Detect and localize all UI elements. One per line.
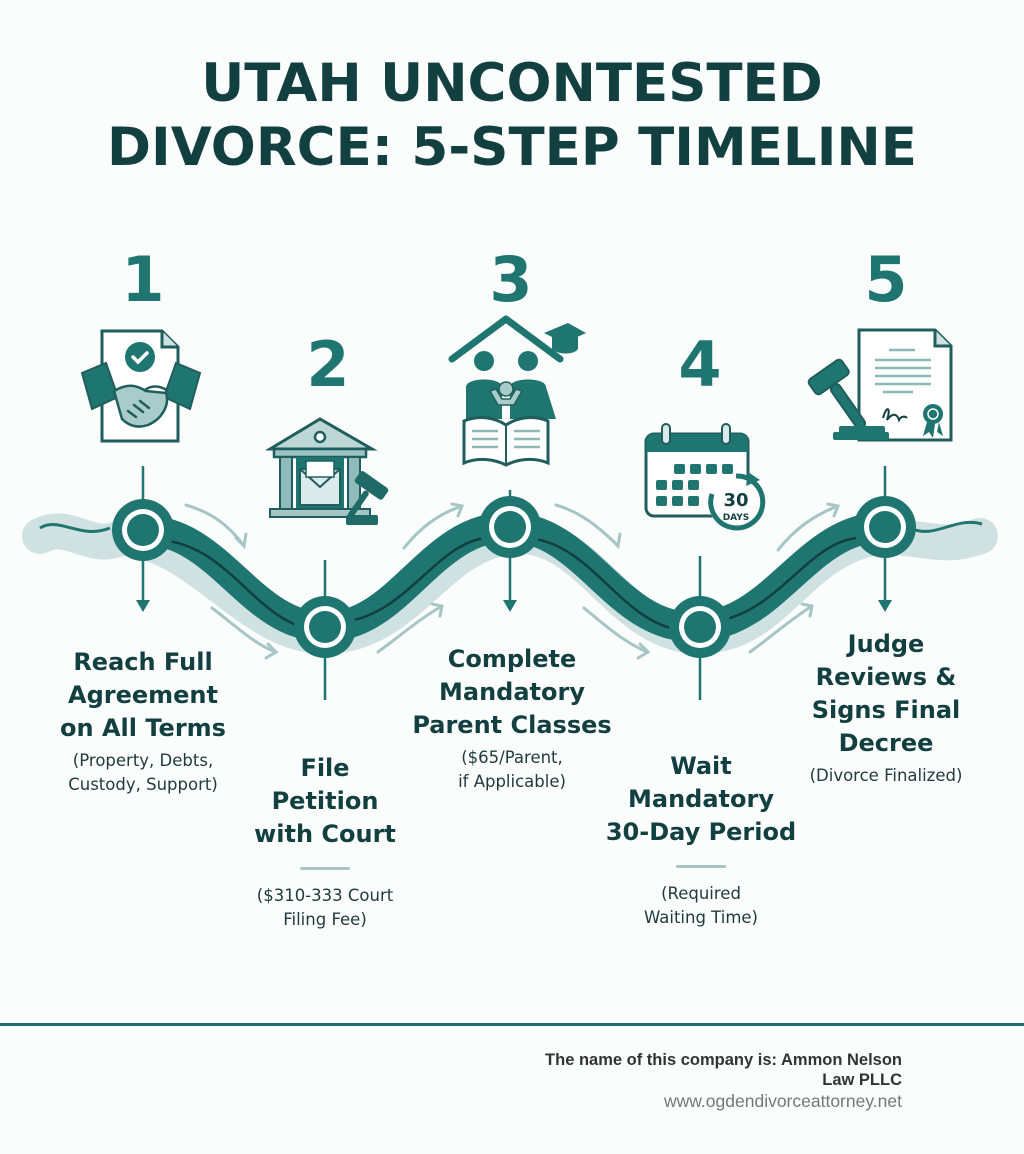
days-badge-value: 30: [723, 490, 748, 511]
family-education-icon: [448, 315, 586, 467]
step-3-detail: ($65/Parent,if Applicable): [458, 748, 566, 791]
company-name-line-2: Law PLLC: [822, 1071, 902, 1089]
step-1-detail: (Property, Debts,Custody, Support): [68, 751, 218, 794]
timeline-node-1: [112, 499, 174, 561]
timeline-wave: [22, 466, 998, 700]
step-4-divider: [676, 865, 726, 868]
step-3-number: 3: [489, 243, 533, 316]
page-title: UTAH UNCONTESTED DIVORCE: 5-STEP TIMELIN…: [0, 52, 1024, 180]
handshake-agreement-icon: [80, 329, 202, 443]
step-5-number: 5: [864, 243, 908, 316]
timeline-node-5: [854, 496, 916, 558]
courthouse-gavel-icon: [266, 417, 389, 525]
timeline-node-2: [294, 596, 356, 658]
step-5-detail: (Divorce Finalized): [809, 766, 963, 785]
days-badge-unit: DAYS: [723, 513, 750, 523]
footer: The name of this company is: Ammon Nelso…: [545, 1050, 902, 1112]
timeline-node-3: [479, 496, 541, 558]
title-line-2: DIVORCE: 5-STEP TIMELINE: [107, 117, 917, 178]
calendar-30-days-icon: 30 DAYS: [644, 423, 766, 531]
step-1-number: 1: [121, 243, 165, 316]
gavel-decree-icon: [807, 328, 953, 442]
website-link[interactable]: www.ogdendivorceattorney.net: [663, 1091, 902, 1111]
step-2-number: 2: [306, 328, 350, 401]
footer-divider: [0, 1023, 1024, 1026]
step-2-divider: [300, 867, 350, 870]
company-name-line-1: The name of this company is: Ammon Nelso…: [545, 1051, 902, 1069]
title-line-1: UTAH UNCONTESTED: [201, 53, 823, 114]
timeline-node-4: [669, 596, 731, 658]
step-4-number: 4: [678, 328, 722, 401]
